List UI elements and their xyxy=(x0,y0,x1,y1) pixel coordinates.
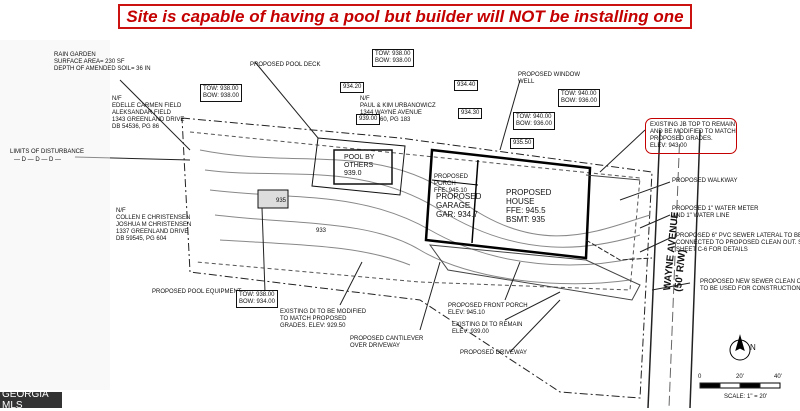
elevation-box: TOW: 938.00 BOW: 934.00 xyxy=(236,290,278,308)
scale-text: SCALE: 1" = 20' xyxy=(724,394,768,400)
existing-jb-highlight xyxy=(645,118,737,154)
notice-banner: Site is capable of having a pool but bui… xyxy=(118,4,692,29)
contour-line xyxy=(199,149,651,237)
road-edge xyxy=(689,129,701,408)
rain-garden-label: RAIN GARDEN SURFACE AREA= 230 SF DEPTH O… xyxy=(54,52,151,72)
garage-label: PROPOSED GARAGE GAR: 934.7 xyxy=(436,192,482,219)
porch-label: PROPOSED PORCH FFE: 945.10 xyxy=(434,174,469,194)
elevation-box: TOW: 940.00 BOW: 936.00 xyxy=(513,112,555,130)
limits-of-disturbance-symbol: — D — D — D — xyxy=(14,157,62,163)
house-label: PROPOSED HOUSE FFE: 945.5 BSMT: 935 xyxy=(506,188,552,224)
scale-tick-40: 40' xyxy=(774,374,782,380)
pool-equipment-label: PROPOSED POOL EQUIPMENT xyxy=(152,289,242,295)
contour-value: 933 xyxy=(316,228,327,234)
contour-value: 935 xyxy=(276,198,287,204)
notice-text: Site is capable of having a pool but bui… xyxy=(126,6,684,26)
elevation-box: 939.00 xyxy=(356,114,381,125)
driveway xyxy=(428,244,641,301)
scale-tick-0: 0 xyxy=(698,374,702,380)
watermark-logo: GEORGIA MLS xyxy=(0,389,62,411)
neighbor-lot xyxy=(0,40,110,390)
pool-deck xyxy=(311,137,406,196)
walkway-label: PROPOSED WALKWAY xyxy=(672,178,738,184)
north-label: N xyxy=(750,343,756,352)
elevation-box: TOW: 938.00 BOW: 938.00 xyxy=(200,84,242,102)
elevation-box: 934.40 xyxy=(454,80,479,91)
existing-jb-label: EXISTING JB TOP TO REMAIN AND BE MODIFIE… xyxy=(650,122,736,149)
window-well-label: PROPOSED WINDOW WELL xyxy=(518,72,581,85)
elevation-box: TOW: 938.00 BOW: 938.00 xyxy=(372,49,414,67)
elevation-box: TOW: 940.00 BOW: 936.00 xyxy=(558,89,600,107)
christensen-owner-label: N/F COLLEN E CHRISTENSEN JOSHUA M CHRIST… xyxy=(116,208,192,242)
pool-equipment-pad xyxy=(257,189,289,209)
driveway-label: PROPOSED DRIVEWAY xyxy=(460,350,528,356)
scale-tick-20: 20' xyxy=(736,374,744,380)
contour-line xyxy=(219,239,411,266)
house-footprint xyxy=(424,148,592,260)
pool-label: POOL BY OTHERS 939.0 xyxy=(344,154,375,177)
limits-of-disturbance-line xyxy=(189,131,641,291)
existing-di-label: EXISTING DI TO BE MODIFIED TO MATCH PROP… xyxy=(280,309,367,329)
road-edge xyxy=(647,129,661,408)
contour-line xyxy=(214,214,631,285)
pool-deck-label: PROPOSED POOL DECK xyxy=(250,62,321,68)
property-line xyxy=(181,117,653,399)
sewer-lateral xyxy=(585,239,653,261)
cantilever-label: PROPOSED CANTILEVER OVER DRIVEWAY xyxy=(350,336,424,349)
sewer-cleanout-label: PROPOSED NEW SEWER CLEAN OUT TO BE USED … xyxy=(700,279,800,292)
limits-of-disturbance-label: LIMITS OF DISTURBANCE xyxy=(10,149,85,155)
road-centerline xyxy=(668,129,681,408)
pool xyxy=(333,149,393,185)
elevation-box: 935.50 xyxy=(510,138,535,149)
elevation-box: 934.30 xyxy=(458,108,483,119)
field-owner-label: N/F EDELLE CARMEN FIELD ALEKSANDAR FIELD… xyxy=(112,96,185,130)
elevation-box: 934.20 xyxy=(340,82,365,93)
di-remain-label: EXISTING DI TO REMAIN ELEV: 939.00 xyxy=(452,322,523,335)
water-meter-label: PROPOSED 1" WATER METER AND 1" WATER LIN… xyxy=(672,206,759,219)
front-porch-label: PROPOSED FRONT PORCH ELEV: 945.10 xyxy=(448,303,528,316)
sewer-lateral-label: PROPOSED 6" PVC SEWER LATERAL TO BE CONN… xyxy=(676,233,800,253)
contour-line xyxy=(204,169,641,248)
